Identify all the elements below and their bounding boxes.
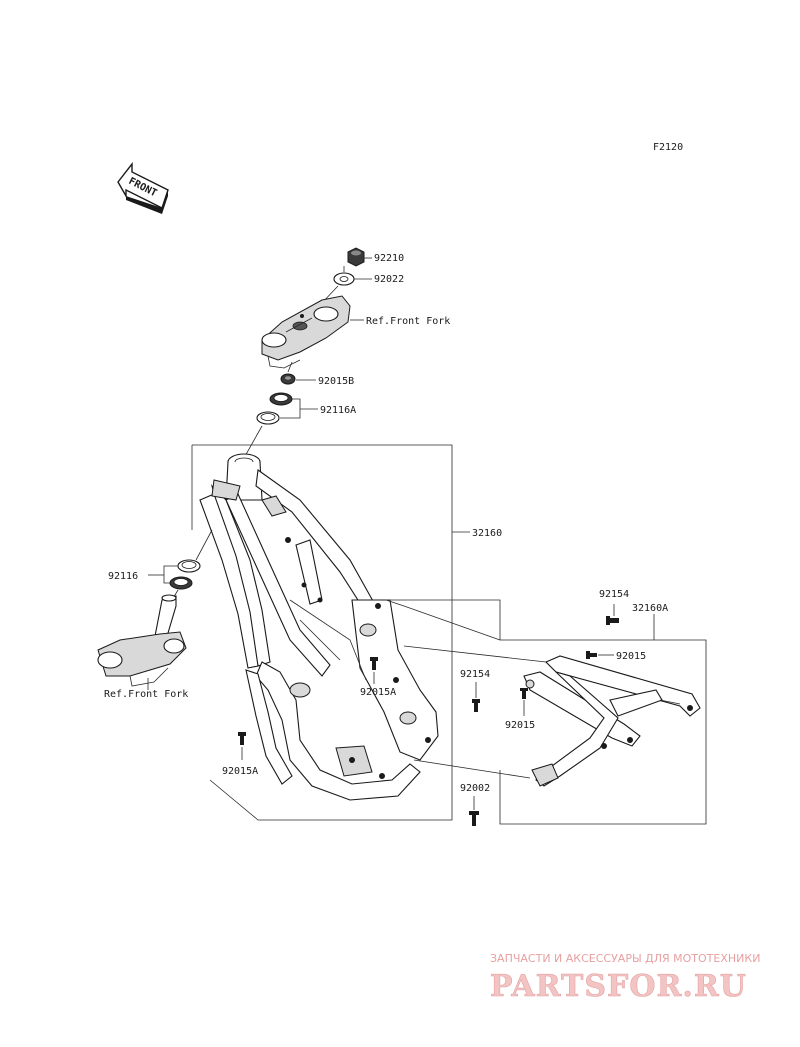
label-92002: 92002 — [460, 783, 490, 794]
lower-triple-clamp — [97, 594, 187, 687]
label-92015-a: 92015 — [616, 651, 646, 662]
rear-subframe — [523, 655, 701, 787]
label-92154-b: 92154 — [460, 669, 490, 680]
bearing-92116-lower — [169, 576, 193, 590]
bolt-92015-a — [586, 651, 597, 659]
label-92116: 92116 — [108, 571, 138, 582]
diagram-code: F2120 — [653, 142, 683, 153]
label-92015B: 92015B — [318, 376, 354, 387]
bearing-92116A-upper — [269, 392, 293, 406]
label-92015A-a: 92015A — [360, 687, 396, 698]
bearing-92116A-race — [256, 411, 280, 425]
washer — [333, 272, 355, 286]
bolt-92015A-b — [238, 732, 246, 745]
nut-92015B — [280, 373, 296, 385]
upper-triple-clamp — [261, 295, 351, 369]
label-92015A-b: 92015A — [222, 766, 258, 777]
label-92116A: 92116A — [320, 405, 356, 416]
ref-front-fork-left: Ref.Front Fork — [104, 689, 188, 700]
label-92210: 92210 — [374, 253, 404, 264]
label-32160: 32160 — [472, 528, 502, 539]
label-92022: 92022 — [374, 274, 404, 285]
bearing-92116-upper — [177, 559, 201, 573]
label-32160A: 32160A — [632, 603, 668, 614]
steering-nut — [347, 247, 365, 267]
frame-group-bracket — [192, 444, 453, 821]
ref-front-fork-top: Ref.Front Fork — [366, 316, 450, 327]
watermark-logo: PARTSFOR.RU — [490, 969, 747, 1004]
bolt-92002 — [469, 811, 479, 826]
subframe-bracket — [386, 599, 707, 825]
front-arrow-icon: FRONT — [117, 161, 169, 214]
main-frame — [199, 453, 439, 801]
watermark-tagline: ЗАПЧАСТИ И АКСЕССУАРЫ ДЛЯ МОТОТЕХНИКИ — [490, 952, 760, 965]
label-92154-a: 92154 — [599, 589, 629, 600]
bolt-92015-b — [520, 688, 528, 699]
bolt-92154-a — [606, 616, 619, 625]
label-92015-b: 92015 — [505, 720, 535, 731]
bolt-92154-b — [472, 699, 480, 712]
bolt-92015A-a — [370, 657, 378, 670]
